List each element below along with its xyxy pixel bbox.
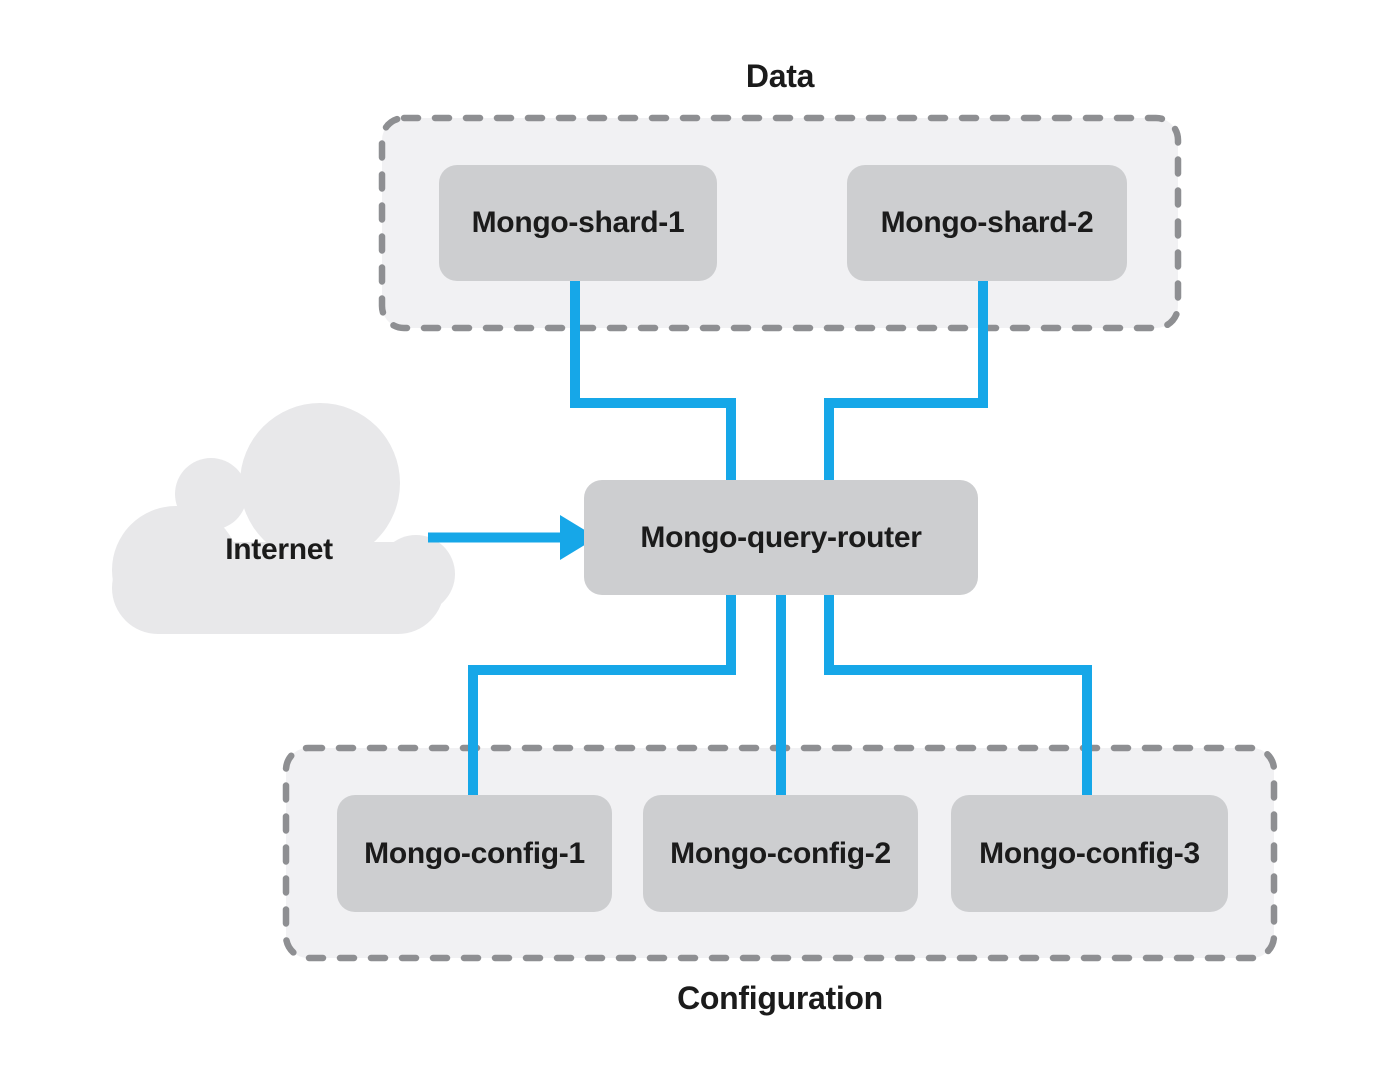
node-mongo-query-router: Mongo-query-router xyxy=(584,480,978,595)
internet-cloud xyxy=(112,403,455,634)
node-mongo-config-3-label: Mongo-config-3 xyxy=(979,836,1200,870)
internet-label: Internet xyxy=(225,533,333,566)
connector-shard2-to-router xyxy=(824,280,988,482)
node-mongo-shard-1-label: Mongo-shard-1 xyxy=(471,206,685,239)
node-mongo-config-2: Mongo-config-2 xyxy=(643,795,918,912)
node-mongo-shard-2: Mongo-shard-2 xyxy=(847,165,1127,281)
node-mongo-config-3: Mongo-config-3 xyxy=(951,795,1228,912)
node-mongo-shard-1: Mongo-shard-1 xyxy=(439,165,717,281)
data-group-label: Data xyxy=(745,58,815,94)
node-mongo-config-2-label: Mongo-config-2 xyxy=(670,836,891,870)
node-mongo-config-1-label: Mongo-config-1 xyxy=(364,836,585,870)
configuration-group-label: Configuration xyxy=(677,980,883,1016)
node-mongo-query-router-label: Mongo-query-router xyxy=(640,520,922,554)
internet-to-router-arrow xyxy=(428,515,597,560)
node-mongo-shard-2-label: Mongo-shard-2 xyxy=(880,206,1094,239)
connector-router-to-config3 xyxy=(824,594,1092,796)
connector-router-to-config1 xyxy=(468,594,736,796)
node-mongo-config-1: Mongo-config-1 xyxy=(337,795,612,912)
connector-shard1-to-router xyxy=(570,280,736,482)
